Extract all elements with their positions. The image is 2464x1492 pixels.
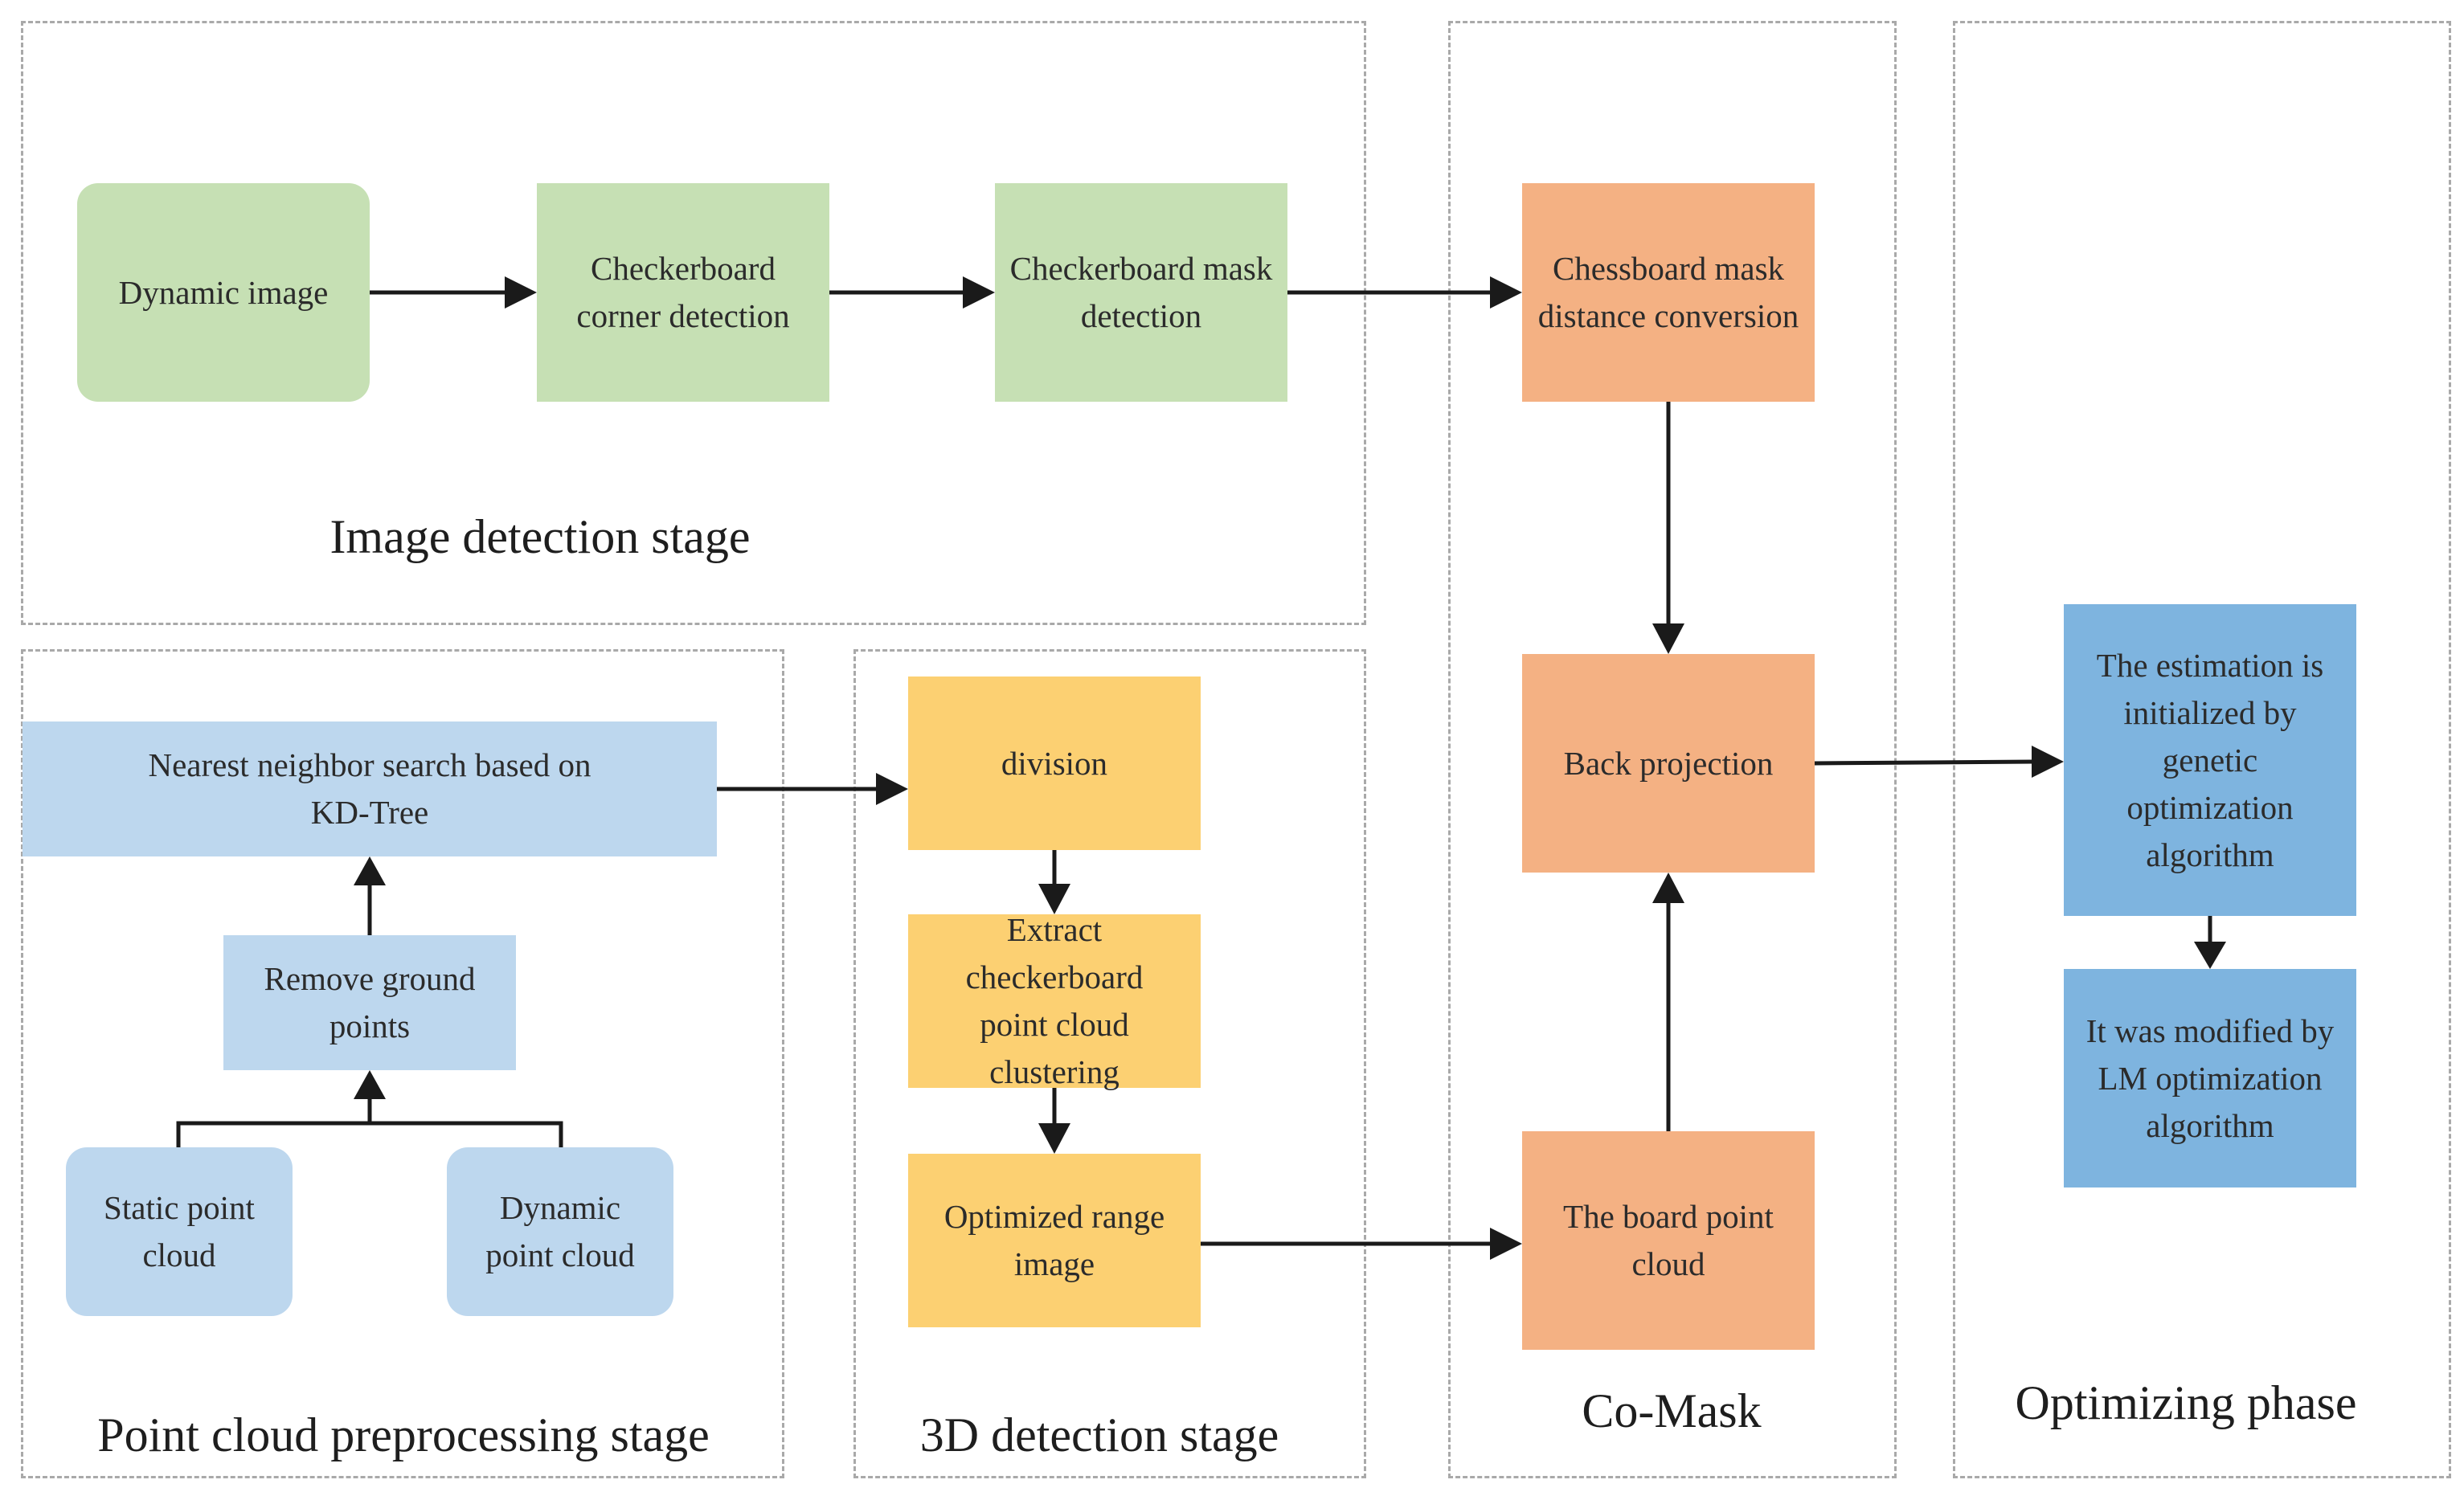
checkerboard-corner-detection-node: Checkerboard corner detection [537,183,829,402]
image-detection-stage-label: Image detection stage [329,510,751,563]
division-label: division [1001,744,1108,782]
checkerboard-mask-detection-node: Checkerboard mask detection [995,183,1287,402]
static-point-cloud-label: Static point cloud [104,1189,255,1273]
optimizing-phase-stage-label: Optimizing phase [2015,1376,2357,1429]
dynamic-image-label: Dynamic image [118,273,329,311]
checkerboard-corner-detection-label: Checkerboard corner detection [576,250,790,334]
remove-ground-points-node: Remove ground points [223,935,516,1070]
co-mask-stage-label: Co-Mask [1582,1384,1762,1437]
division-node: division [908,677,1201,850]
estimation-initialized-label: The estimation is initialized by genetic… [2096,646,2324,873]
optimizing-phase-stage-frame [1953,21,2451,1478]
point-cloud-preprocessing-stage-label: Point cloud preprocessing stage [97,1408,710,1461]
checkerboard-mask-detection-label: Checkerboard mask detection [1009,250,1273,334]
dynamic-point-cloud-label: Dynamic point cloud [485,1189,635,1273]
nearest-neighbor-search-label: Nearest neighbor search based on KD-Tree [148,746,591,831]
estimation-initialized-node: The estimation is initialized by genetic… [2064,604,2356,916]
board-point-cloud-node: The board point cloud [1522,1131,1815,1350]
optimized-range-image-label: Optimized range image [943,1198,1165,1282]
extract-checkerboard-label: Extract checkerboard point cloud cluster… [965,911,1144,1090]
dynamic-point-cloud-node: Dynamic point cloud [447,1147,673,1316]
back-projection-node: Back projection [1522,654,1815,873]
nearest-neighbor-search-node: Nearest neighbor search based on KD-Tree [23,721,717,856]
dynamic-image-node: Dynamic image [77,183,370,402]
board-point-cloud-label: The board point cloud [1563,1198,1774,1282]
optimized-range-image-node: Optimized range image [908,1154,1201,1327]
modified-by-lm-label: It was modified by LM optimization algor… [2085,1012,2335,1144]
chessboard-mask-distance-conversion-node: Chessboard mask distance conversion [1522,183,1815,402]
modified-by-lm-node: It was modified by LM optimization algor… [2064,969,2356,1187]
remove-ground-points-label: Remove ground points [264,960,476,1044]
back-projection-label: Back projection [1563,744,1774,782]
image-detection-stage-frame [21,21,1366,625]
extract-checkerboard-node: Extract checkerboard point cloud cluster… [908,911,1201,1090]
chessboard-mask-distance-conversion-label: Chessboard mask distance conversion [1537,250,1799,334]
co-mask-stage-frame [1448,21,1897,1478]
point-cloud-preprocessing-stage-frame [21,649,784,1478]
3d-detection-stage-label: 3D detection stage [919,1408,1279,1461]
3d-detection-stage-frame [853,649,1366,1478]
static-point-cloud-node: Static point cloud [66,1147,293,1316]
